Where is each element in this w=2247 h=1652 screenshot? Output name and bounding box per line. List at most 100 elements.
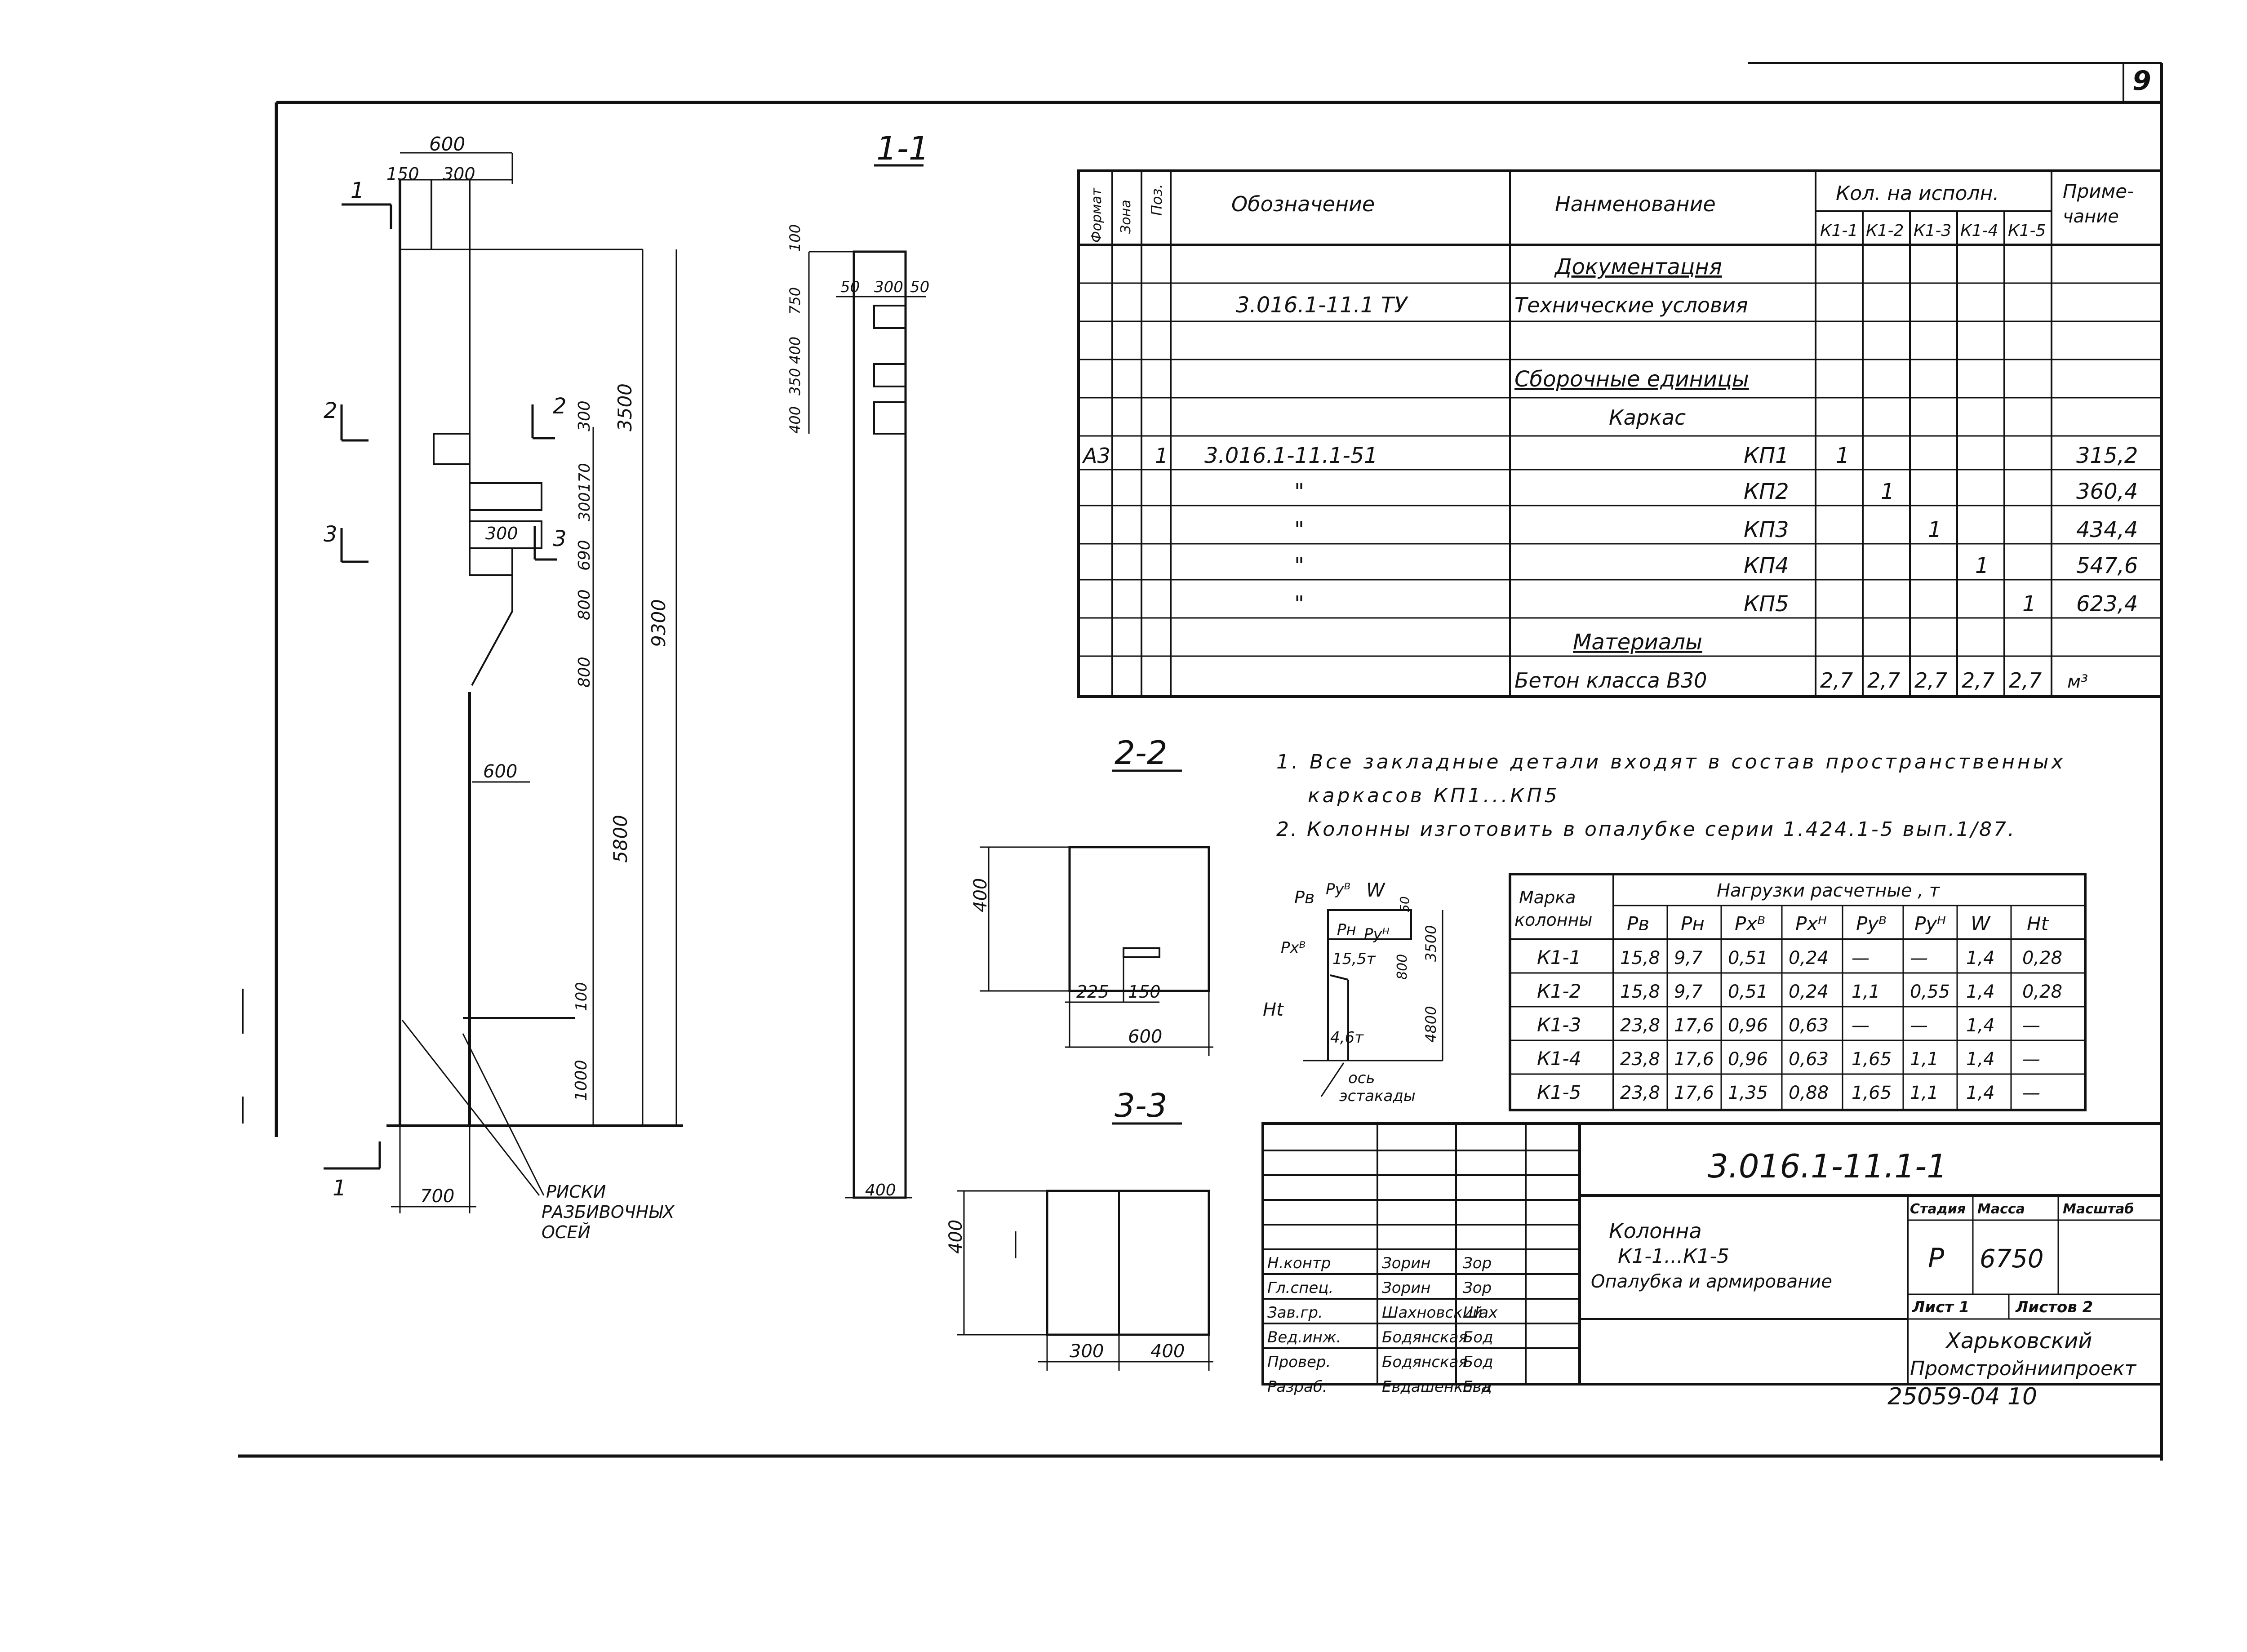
loads-cell: 0,96: [1728, 1015, 1768, 1036]
loads-cell: 17,6: [1674, 1049, 1714, 1070]
loads-row-mark: К1-3: [1537, 1014, 1581, 1036]
loads-cell: 1,65: [1852, 1083, 1892, 1103]
section-mark-1-top: 1: [351, 178, 364, 203]
loads-cell: 1,1: [1910, 1083, 1939, 1103]
section-mark-2-right: 2: [553, 394, 567, 419]
spec-row-tu-designation: 3.016.1-11.1 ТУ: [1236, 293, 1408, 318]
signer-signature: Бод: [1463, 1353, 1493, 1371]
loads-cell: 1,1: [1910, 1049, 1939, 1070]
loads-header-mark-1: Марка: [1519, 888, 1576, 907]
spec-row-kp5-name: КП5: [1744, 591, 1789, 617]
dim-300-170: 300170: [576, 463, 594, 521]
spec-header-zone: Зона: [1118, 200, 1134, 234]
section-3-3: 3-3 400 300 400: [946, 1087, 1213, 1371]
spec-header-name: Нанменование: [1555, 192, 1716, 216]
title-line-1: Колонна: [1609, 1219, 1702, 1243]
loads-row-mark: К1-1: [1537, 946, 1581, 968]
signer-name: Зорин: [1382, 1254, 1431, 1272]
stage-value: Р: [1928, 1243, 1945, 1274]
spec-row-frame: Каркас: [1609, 405, 1686, 430]
loads-cell: 0,63: [1789, 1049, 1829, 1070]
spec-row-tu-name: Технические условия: [1514, 293, 1748, 317]
loads-header-group: Нагрузки расчетные , т: [1717, 880, 1941, 901]
signer-signature: Шах: [1463, 1304, 1498, 1322]
section-mark-1-bottom: 1: [333, 1176, 346, 1201]
scheme-axis-1: ось: [1348, 1069, 1375, 1087]
spec-row-kp1-designation: 3.016.1-11.1-51: [1204, 443, 1378, 468]
loads-col-py-v: Pуᴮ: [1856, 913, 1887, 935]
dim-150-2-2: 150: [1128, 982, 1161, 1002]
signer-role: Провер.: [1267, 1353, 1331, 1371]
loads-cell: 15,8: [1620, 948, 1660, 968]
loads-cell: —: [2022, 1083, 2040, 1103]
dim-350: 350: [786, 368, 804, 395]
loads-cell: 0,96: [1728, 1049, 1768, 1070]
loads-cell: 0,24: [1789, 981, 1829, 1002]
dim-400-1-1: 400: [786, 337, 804, 364]
dim-150: 150: [386, 164, 419, 184]
signer-signature: Зор: [1463, 1254, 1492, 1272]
spec-row-kp5-designation: ": [1294, 591, 1304, 617]
risk-label-line2: РАЗБИВОЧНЫХ: [542, 1202, 675, 1222]
section-2-2: 2-2 400 225 150 600: [970, 734, 1213, 1056]
spec-row-kp3-qty: 1: [1928, 517, 1942, 542]
doc-code: 3.016.1-11.1-1: [1708, 1147, 1947, 1185]
loads-cell: 23,8: [1620, 1083, 1660, 1103]
note-1-cont: каркасов КП1...КП5: [1308, 784, 1560, 807]
dim-400-3-3: 400: [946, 1220, 966, 1254]
loads-cell: —: [1910, 948, 1928, 968]
loads-cell: 1,4: [1966, 1049, 1995, 1070]
scheme-label-15-5t: 15,5т: [1332, 950, 1376, 968]
loads-cell: 0,24: [1789, 948, 1829, 968]
dim-400-2-2: 400: [970, 878, 991, 912]
dim-100: 100: [573, 982, 591, 1011]
signer-signature: Бод: [1463, 1328, 1493, 1346]
dim-1000: 1000: [572, 1060, 591, 1101]
signer-role: Н.контр: [1267, 1254, 1331, 1272]
dim-300-side: 300: [575, 400, 594, 431]
sheet-number: Лист 1: [1912, 1298, 1969, 1316]
scheme-dim-4800: 4800: [1422, 1006, 1439, 1043]
spec-row-documentation: Документацня: [1554, 254, 1722, 280]
loads-cell: 1,4: [1966, 981, 1995, 1002]
spec-row-materials: Материалы: [1573, 630, 1702, 655]
loads-cell: 0,63: [1789, 1015, 1829, 1036]
loads-cell: 1,4: [1966, 1015, 1995, 1036]
spec-row-kp3-designation: ": [1294, 517, 1304, 542]
scheme-label-py-v: Pуᴮ: [1326, 880, 1350, 898]
spec-row-kp2-note: 360,4: [2076, 479, 2138, 504]
dim-400-1-1-low: 400: [786, 406, 804, 434]
spec-row-kp4-name: КП4: [1744, 553, 1789, 578]
loads-cell: 1,65: [1852, 1049, 1892, 1070]
loads-row-mark: К1-2: [1537, 980, 1581, 1002]
scheme-label-4-6t: 4,6т: [1330, 1029, 1364, 1047]
loads-cell: 0,51: [1728, 981, 1768, 1002]
loads-col-w: W: [1971, 912, 1991, 935]
loads-cell: 0,28: [2022, 981, 2062, 1002]
archive-code: 25059-04 10: [1887, 1383, 2037, 1410]
loads-row-mark: К1-4: [1537, 1048, 1581, 1070]
spec-row-kp1-name: КП1: [1744, 443, 1789, 468]
note-1: 1. Все закладные детали входят в состав …: [1276, 751, 2066, 773]
loads-cell: 0,28: [2022, 948, 2062, 968]
section-mark-3-left: 3: [324, 522, 337, 547]
title-line-3: Опалубка и армирование: [1591, 1271, 1832, 1292]
section-3-3-title: 3-3: [1115, 1087, 1168, 1124]
dim-600-2-2: 600: [1128, 1026, 1162, 1047]
dim-600-top: 600: [429, 133, 465, 155]
dim-800-a: 800: [575, 589, 594, 620]
scheme-label-w: W: [1366, 879, 1386, 901]
dim-100-1-1: 100: [786, 224, 804, 252]
dim-50-left: 50: [840, 278, 860, 296]
signer-role: Гл.спец.: [1267, 1279, 1333, 1297]
signer-name: Евдашенкова: [1382, 1378, 1491, 1396]
mass-value: 6750: [1980, 1244, 2044, 1274]
dim-400-1-1-bottom: 400: [865, 1181, 896, 1199]
loads-cell: —: [1852, 1015, 1870, 1036]
scheme-label-py-n: Pуᴴ: [1364, 925, 1390, 943]
dim-600-bottom: 600: [483, 761, 517, 782]
loads-col-pn: Pн: [1681, 913, 1705, 935]
spec-row-concrete-q3: 2,7: [1914, 668, 1947, 693]
note-2: 2. Колонны изготовить в опалубке серии 1…: [1276, 818, 2016, 841]
